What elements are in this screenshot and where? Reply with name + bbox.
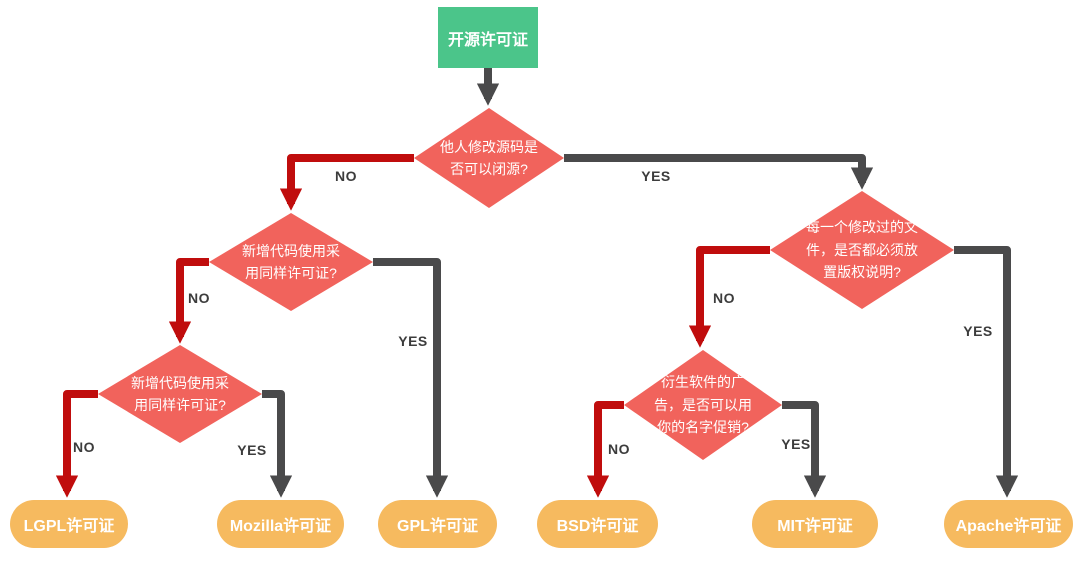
edge-label-q1-yes: YES	[641, 168, 671, 184]
result-node-apache: Apache许可证	[944, 500, 1073, 548]
result-node-gpl: GPL许可证	[378, 500, 497, 548]
edge-label-q3-no: NO	[73, 439, 95, 455]
edge-label-q4-yes: YES	[963, 323, 993, 339]
result-node-lgpl: LGPL许可证	[10, 500, 128, 548]
result-node-mit: MIT许可证	[752, 500, 878, 548]
edge-q1-yes	[564, 154, 874, 190]
edge-label-q2-no: NO	[188, 290, 210, 306]
edge-q2-no	[168, 258, 209, 344]
edge-q4-yes	[954, 246, 1019, 498]
edge-label-q4-no: NO	[713, 290, 735, 306]
edge-q4-no	[688, 246, 770, 348]
edge-q2-yes	[373, 258, 449, 498]
edge-label-q5-yes: YES	[781, 436, 811, 452]
edge-label-q5-no: NO	[608, 441, 630, 457]
edge-q5-no	[586, 401, 624, 498]
result-node-bsd: BSD许可证	[537, 500, 658, 548]
result-node-mozilla: Mozilla许可证	[217, 500, 344, 548]
edge-label-q3-yes: YES	[237, 442, 267, 458]
edge-q1-no	[279, 154, 414, 211]
start-node-open-source-license: 开源许可证	[438, 7, 538, 68]
edge-q3-no	[55, 390, 98, 498]
edge-q5-yes	[782, 401, 827, 498]
edge-q3-yes	[262, 390, 293, 498]
edge-label-q1-no: NO	[335, 168, 357, 184]
edge-label-q2-yes: YES	[398, 333, 428, 349]
